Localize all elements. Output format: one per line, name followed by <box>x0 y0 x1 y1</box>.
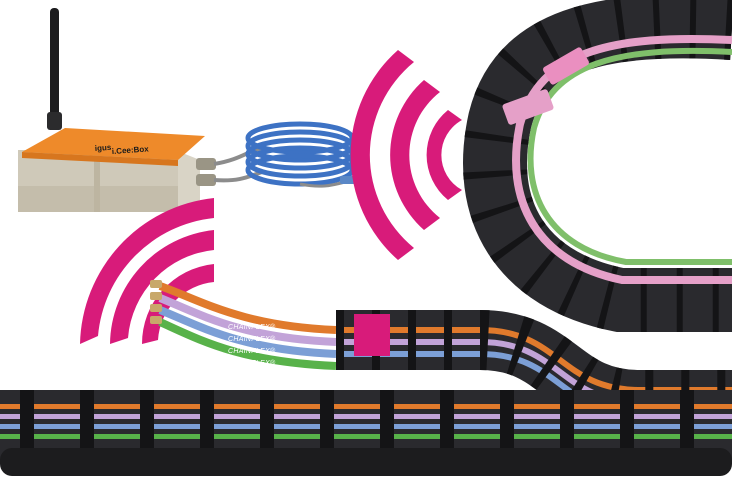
energy-chain-curved <box>463 0 732 332</box>
antenna-icon <box>47 8 62 130</box>
cable-label: CHAINFLEX® <box>228 347 276 355</box>
cable-label: CHAINFLEX® <box>228 335 276 343</box>
cable-label: CHAINFLEX® <box>228 323 276 331</box>
coiled-ethernet-cable <box>213 121 356 188</box>
chainflex-cables: CHAINFLEX® CHAINFLEX® CHAINFLEX® CHAINFL… <box>150 280 337 370</box>
icee-box-device: igus i.Cee:Box <box>18 8 216 212</box>
cable-label: CHAINFLEX® <box>228 359 276 367</box>
energy-chain-lower-run <box>0 390 732 476</box>
wireless-signal-icon <box>350 50 462 260</box>
device-logo: igus <box>95 143 113 153</box>
device-name-label: i.Cee:Box <box>112 144 150 156</box>
